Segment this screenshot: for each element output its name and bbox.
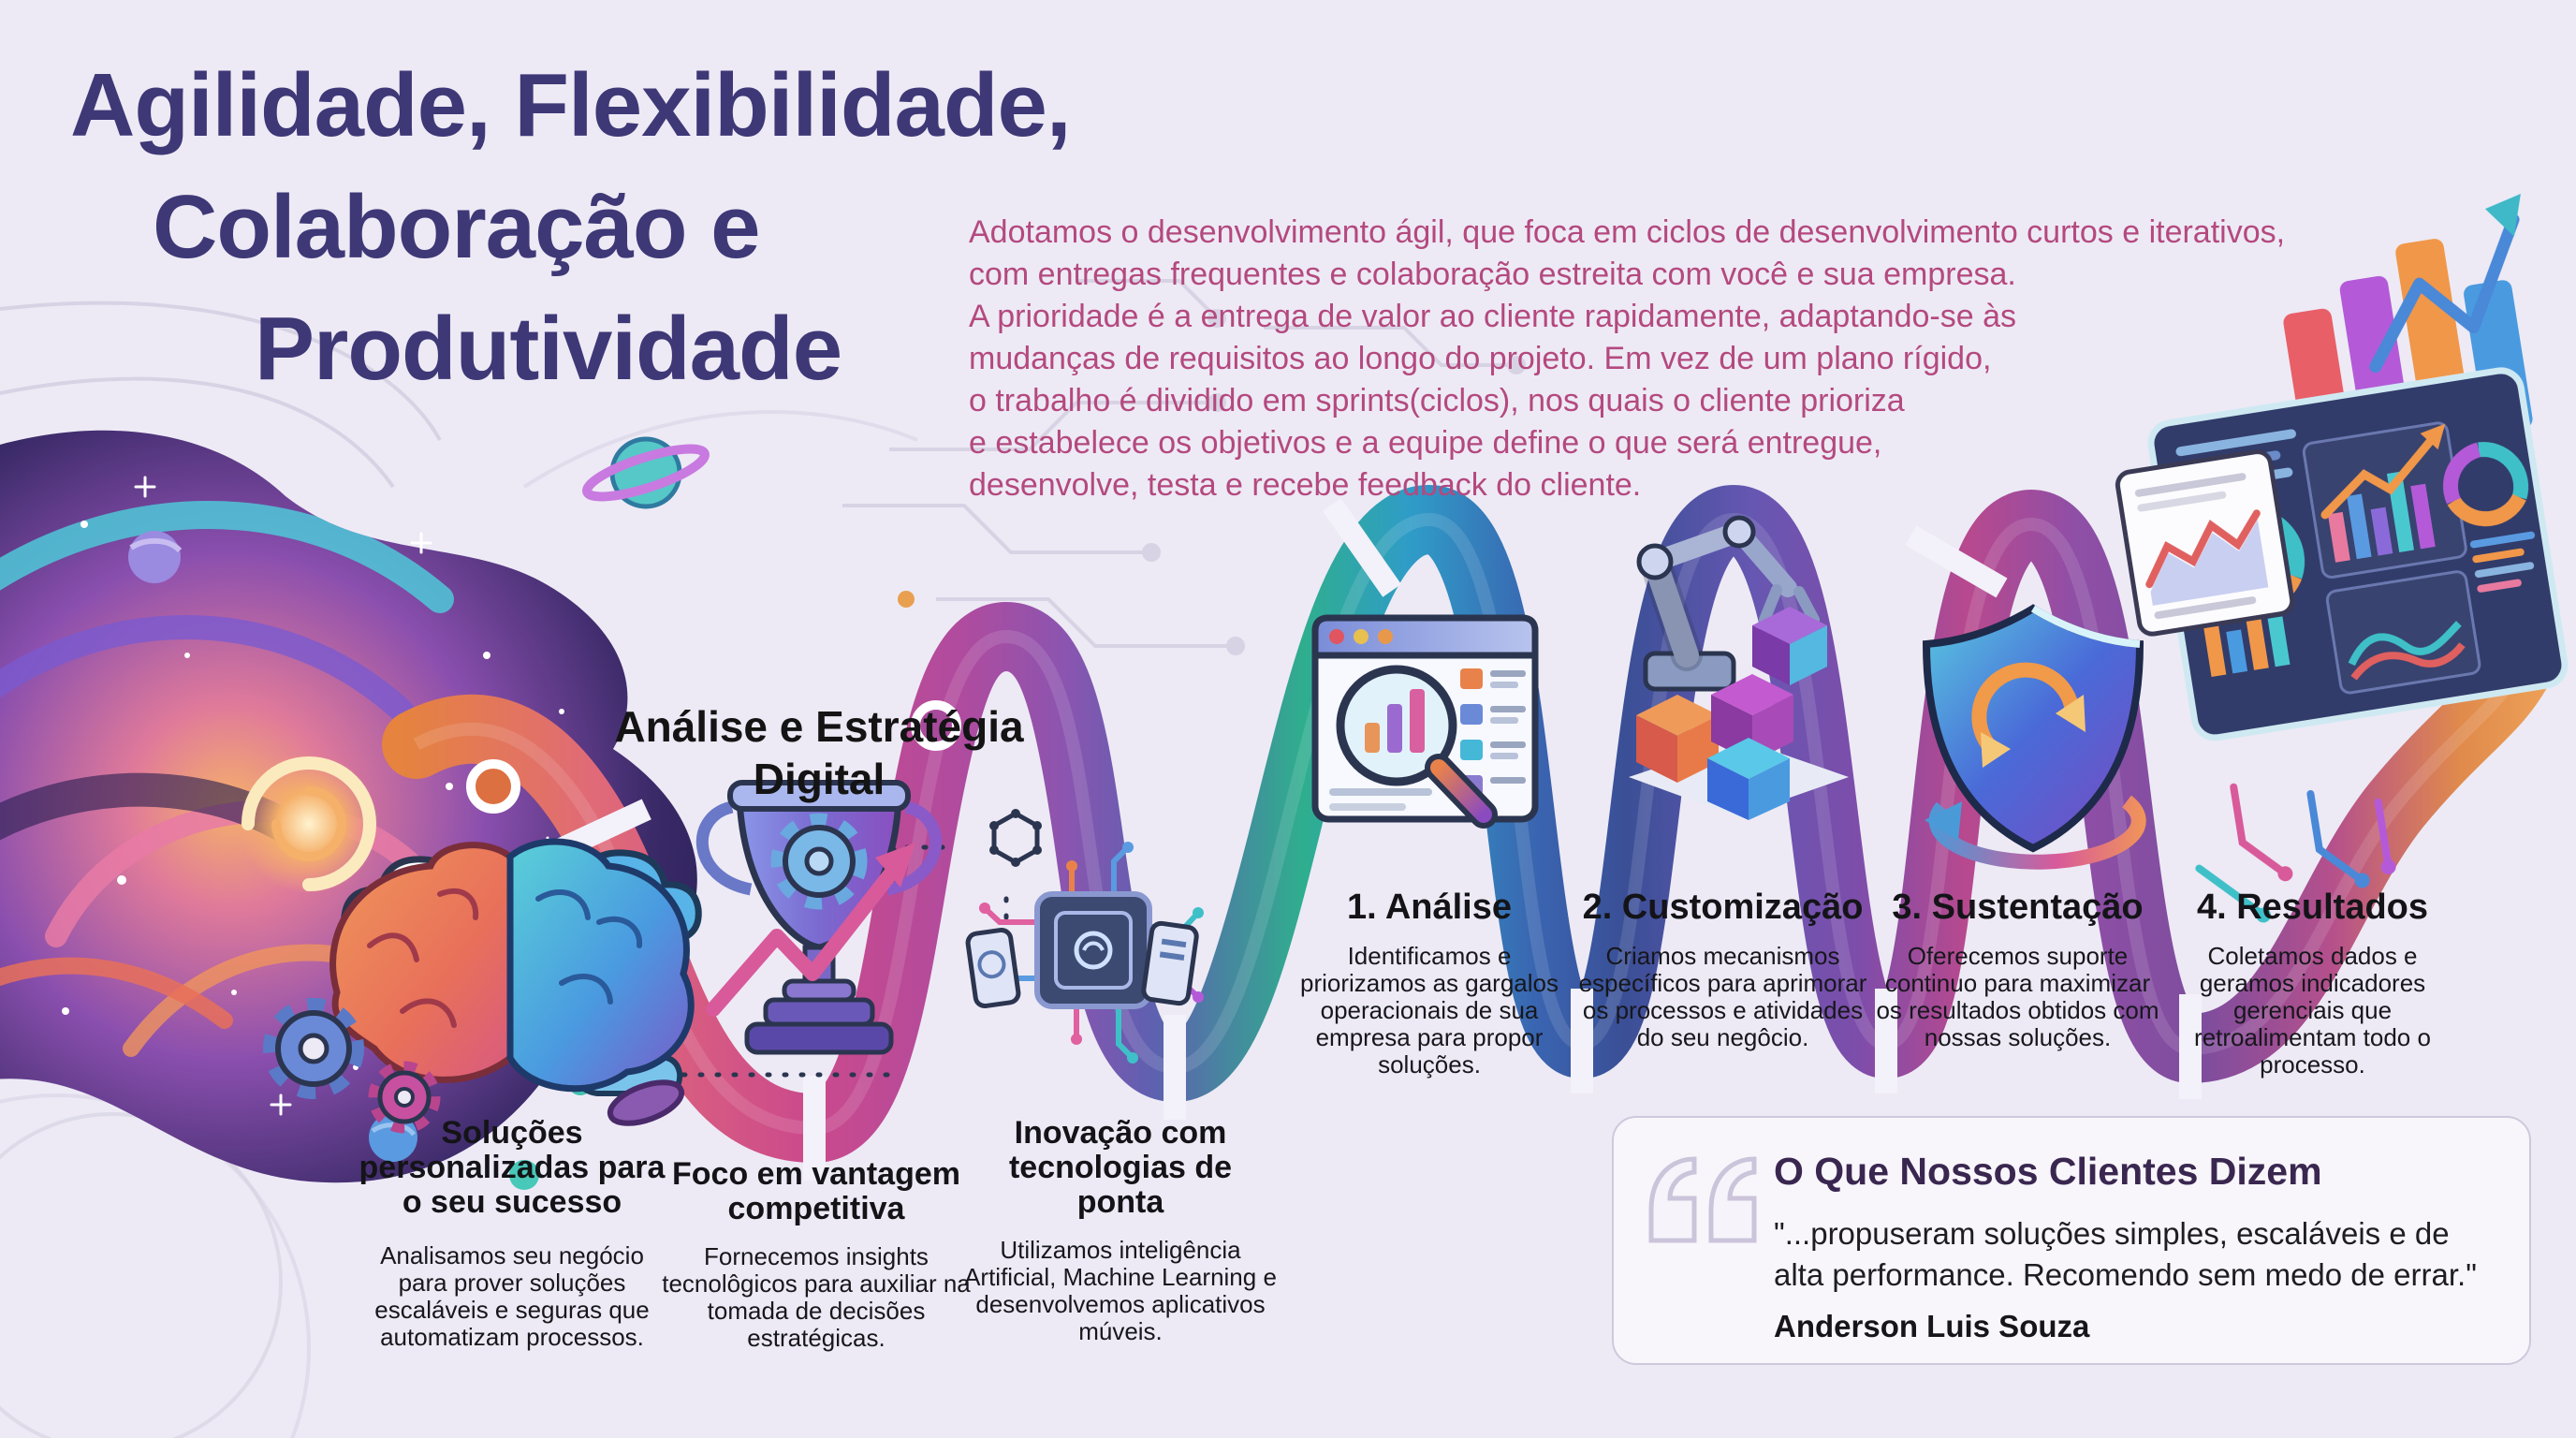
intro-line: desenvolve, testa e recebe feedback do c…	[969, 467, 1642, 503]
section-heading: Análise e Estratégia Digital	[548, 700, 1090, 805]
step-3-title: 3. Sustentação	[1892, 888, 2144, 927]
intro-line: A prioridade é a entrega de valor ao cli…	[969, 299, 2016, 334]
feature-foco-description: Fornecemos insights tecnolôgicos para au…	[662, 1242, 971, 1352]
quote-marks-icon	[1648, 1156, 1757, 1243]
feature-inovacao-description: Utilizamos inteligência Artificial, Mach…	[964, 1236, 1277, 1345]
mini-chart-card-icon	[2115, 449, 2295, 637]
step-3-description: Oferecemos suporte continuo para maximiz…	[1876, 942, 2159, 1051]
page-title-line-2: Colaboração e	[153, 177, 761, 277]
intro-line: mudanças de requisitos ao longo do proje…	[969, 341, 1992, 376]
phone-icon	[1141, 920, 1199, 1006]
testimonial-quote: "...propuseram soluções simples, escaláv…	[1774, 1216, 2477, 1292]
step-1-title: 1. Análise	[1346, 888, 1512, 927]
chip-icon	[965, 809, 1204, 1064]
step-1-description: Identificamos e priorizamos as gargalos …	[1299, 942, 1559, 1078]
saturn-planet-icon	[582, 436, 710, 509]
intro-line: o trabalho é dividido em sprints(ciclos)…	[969, 383, 1905, 418]
phone-icon	[965, 927, 1021, 1009]
feature-inovacao-title: Inovação com tecnologias de ponta	[1008, 1115, 1233, 1220]
brain-icon	[263, 838, 1009, 1134]
process-ribbon	[382, 484, 2557, 1181]
feature-solucoes-title: Soluções personalizadas para o seu suces…	[359, 1115, 666, 1220]
robot-arm-icon	[1629, 515, 1849, 820]
gear-icon	[368, 1061, 441, 1134]
gear-icon	[263, 998, 364, 1099]
feature-inovacao: Inovação com tecnologias de ponta Utiliz…	[961, 1116, 1280, 1345]
feature-solucoes: Soluções personalizadas para o seu suces…	[353, 1116, 671, 1351]
step-2-customizacao: 2. Customização Criamos mecanismos espec…	[1575, 888, 1870, 1051]
step-4-description: Coletamos dados e geramos indicadores ge…	[2194, 942, 2431, 1078]
step-2-title: 2. Customização	[1582, 888, 1864, 927]
feature-solucoes-description: Analisamos seu negócio para prover soluç…	[374, 1241, 650, 1351]
background-circuit-decor	[0, 279, 1526, 1438]
dashboard-icon	[2115, 193, 2569, 923]
intro-paragraph: Adotamos o desenvolvimento ágil, que foc…	[969, 212, 2285, 506]
page-title-line-3: Produtividade	[255, 299, 842, 399]
shield-sync-icon	[1922, 604, 2146, 870]
browser-analytics-icon	[1311, 614, 1539, 829]
intro-line: e estabelece os objetivos e a equipe def…	[969, 425, 1882, 461]
testimonial-author: Anderson Luis Souza	[1774, 1309, 2090, 1343]
feature-foco-title: Foco em vantagem competitiva	[672, 1156, 960, 1226]
step-4-title: 4. Resultados	[2196, 888, 2429, 927]
intro-line: com entregas frequentes e colaboração es…	[969, 257, 2016, 292]
section-heading-line-1: Análise e Estratégia	[614, 702, 1024, 751]
step-4-resultados: 4. Resultados Coletamos dados e geramos …	[2170, 888, 2455, 1078]
testimonial-card: O Que Nossos Clientes Dizem "...propuser…	[1612, 1116, 2531, 1365]
intro-line: Adotamos o desenvolvimento ágil, que foc…	[969, 214, 2286, 250]
trophy-icon	[695, 780, 943, 1055]
donut-chart-icon	[2443, 442, 2529, 527]
planet-icon	[509, 1160, 539, 1190]
testimonial-heading: O Que Nossos Clientes Dizem	[1774, 1150, 2322, 1193]
section-heading-line-2: Digital	[753, 755, 886, 803]
page-title-line-1: Agilidade, Flexibilidade,	[70, 55, 1072, 155]
step-2-description: Criamos mecanismos específicos para apri…	[1578, 942, 1867, 1051]
step-1-analise: 1. Análise Identificamos e priorizamos a…	[1289, 888, 1570, 1078]
step-3-sustentacao: 3. Sustentação Oferecemos suporte contin…	[1875, 888, 2160, 1051]
feature-foco: Foco em vantagem competitiva Fornecemos …	[662, 1157, 971, 1352]
